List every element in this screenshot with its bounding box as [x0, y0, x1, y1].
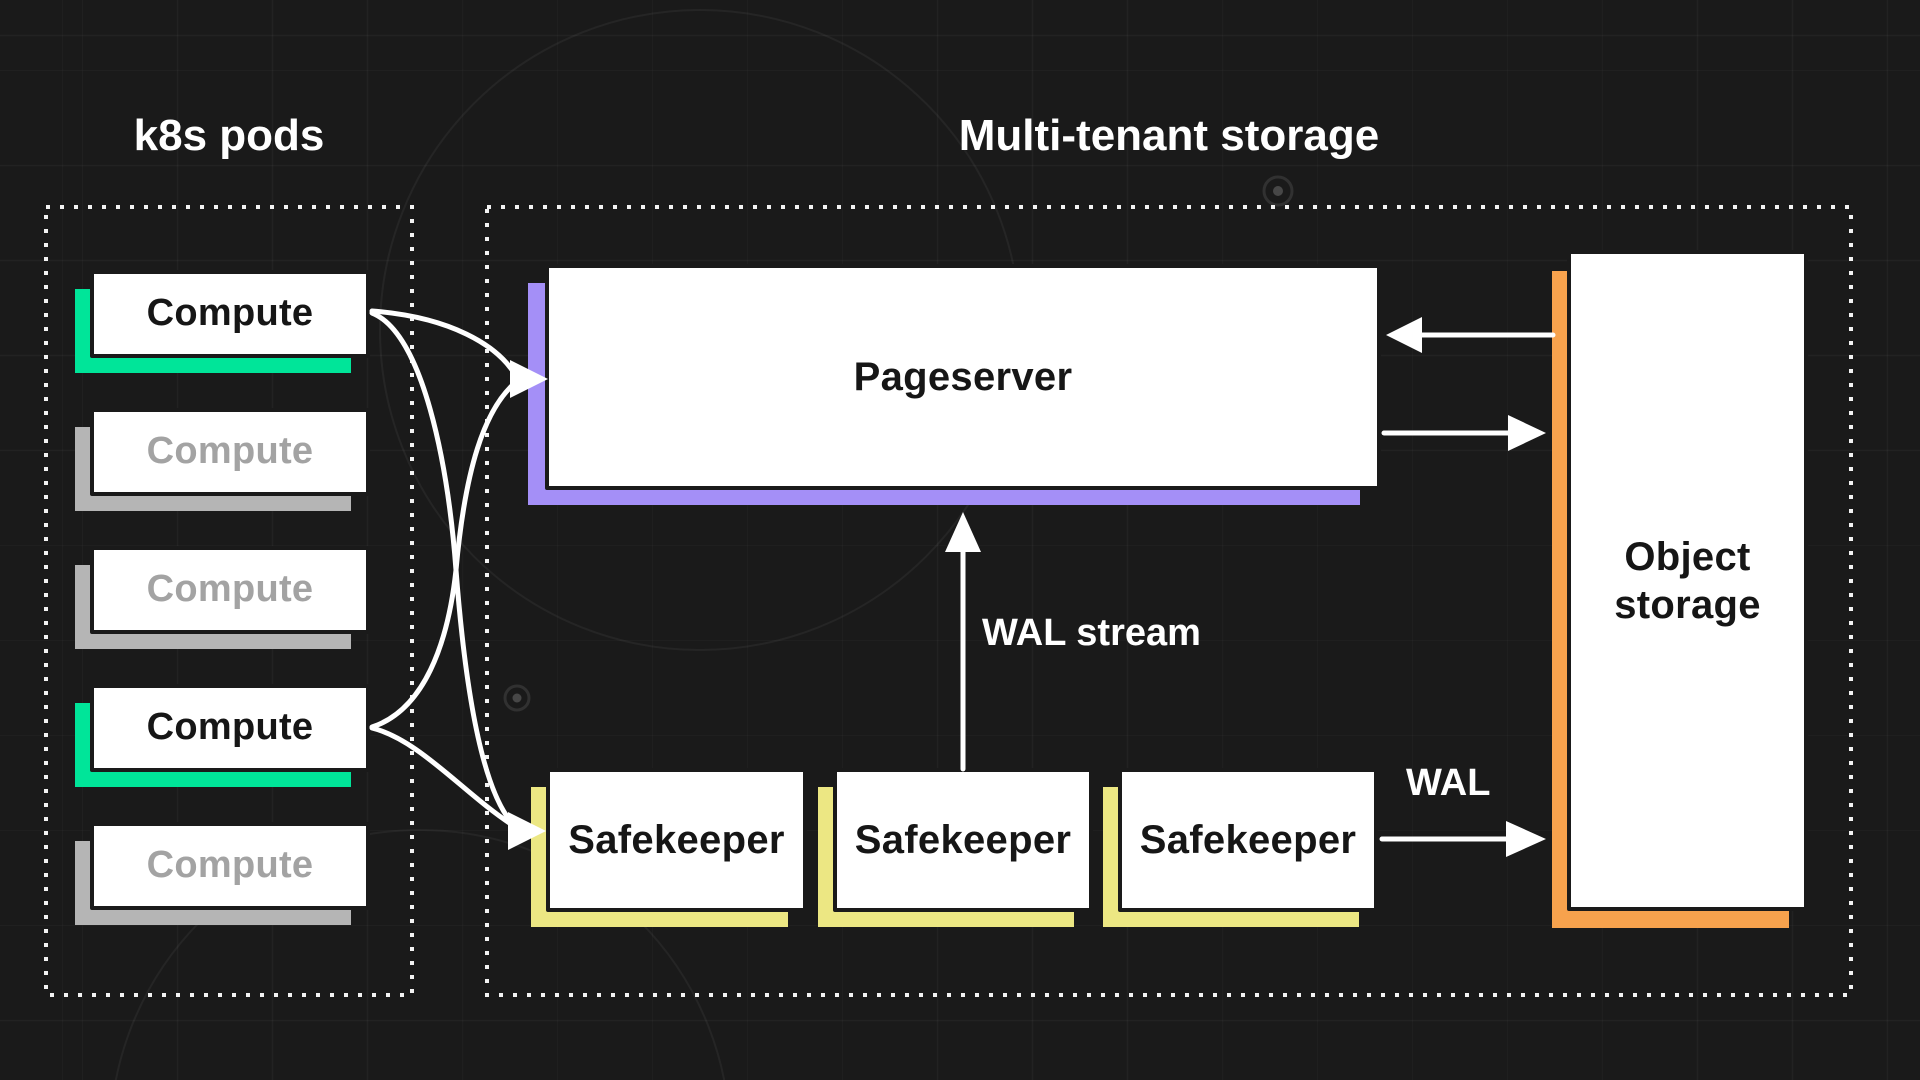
safekeeper-arrowhead	[508, 812, 546, 850]
object-storage-node: Object storage	[1567, 250, 1808, 911]
compute-node-1-label: Compute	[146, 292, 314, 335]
safekeeper-1-label: Safekeeper	[568, 818, 785, 862]
decorative-ring-2-dot	[1273, 186, 1283, 196]
pageserver-label: Pageserver	[853, 355, 1073, 399]
compute-node-3: Compute	[90, 546, 370, 634]
decorative-ring-1	[503, 684, 531, 712]
decorative-ring-1-dot	[512, 693, 522, 703]
safekeeper-3-label: Safekeeper	[1139, 818, 1357, 862]
compute-node-1: Compute	[90, 270, 370, 358]
multi-tenant-storage-title: Multi-tenant storage	[958, 111, 1380, 160]
wal-label: WAL	[1406, 762, 1491, 804]
safekeeper-node-2: Safekeeper	[833, 768, 1093, 912]
arrow-compute1-to-safekeeper	[369, 310, 519, 830]
compute-node-4: Compute	[90, 684, 370, 772]
compute-node-2-label: Compute	[146, 430, 314, 473]
arrow-compute4-to-pageserver	[369, 379, 519, 730]
wal-stream-arrowhead	[945, 512, 981, 552]
safekeeper-node-1: Safekeeper	[546, 768, 807, 912]
pageserver-to-objectstorage-arrowhead	[1508, 415, 1546, 451]
safekeeper-node-3: Safekeeper	[1118, 768, 1378, 912]
compute-node-5: Compute	[90, 822, 370, 910]
pageserver-arrowhead	[510, 360, 548, 398]
wal-stream-label: WAL stream	[982, 612, 1201, 654]
objectstorage-to-pageserver-arrowhead	[1386, 317, 1422, 353]
arrow-compute4-to-safekeeper	[369, 725, 517, 829]
compute-node-3-label: Compute	[146, 568, 314, 611]
object-storage-label: Object storage	[1614, 534, 1761, 627]
safekeeper-2-label: Safekeeper	[854, 818, 1072, 862]
pageserver-node: Pageserver	[545, 264, 1381, 490]
decorative-ring-2	[1262, 175, 1294, 207]
compute-node-5-label: Compute	[146, 844, 314, 887]
compute-node-4-label: Compute	[146, 706, 314, 749]
wal-arrowhead	[1506, 821, 1546, 857]
k8s-pods-title: k8s pods	[133, 111, 325, 160]
compute-node-2: Compute	[90, 408, 370, 496]
arrow-compute1-to-pageserver	[369, 308, 519, 379]
